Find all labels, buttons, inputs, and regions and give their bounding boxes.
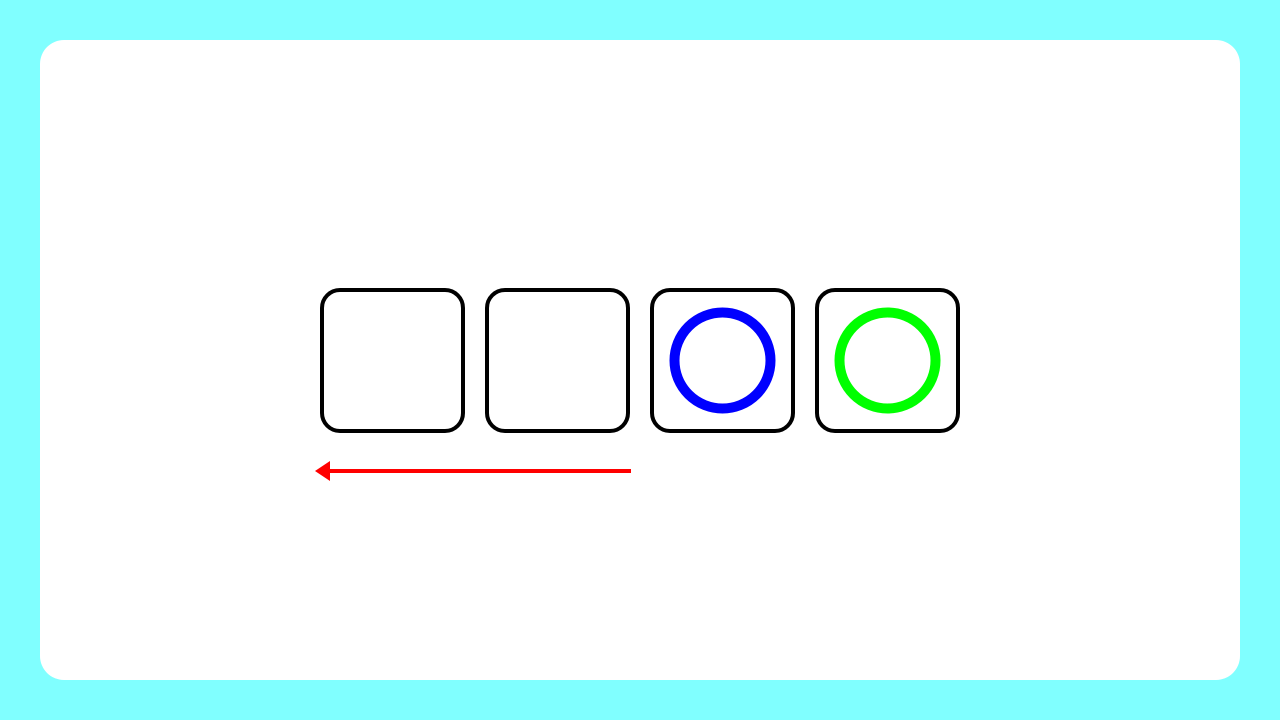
left-arrow-icon bbox=[315, 461, 631, 481]
board-cell-1[interactable] bbox=[320, 288, 465, 433]
game-panel bbox=[40, 40, 1240, 680]
board-cell-2[interactable] bbox=[485, 288, 630, 433]
ring-piece-icon bbox=[834, 307, 941, 414]
board-cell-4[interactable] bbox=[815, 288, 960, 433]
board-cell-3[interactable] bbox=[650, 288, 795, 433]
board-row bbox=[320, 288, 960, 433]
ring-piece-icon bbox=[669, 307, 776, 414]
